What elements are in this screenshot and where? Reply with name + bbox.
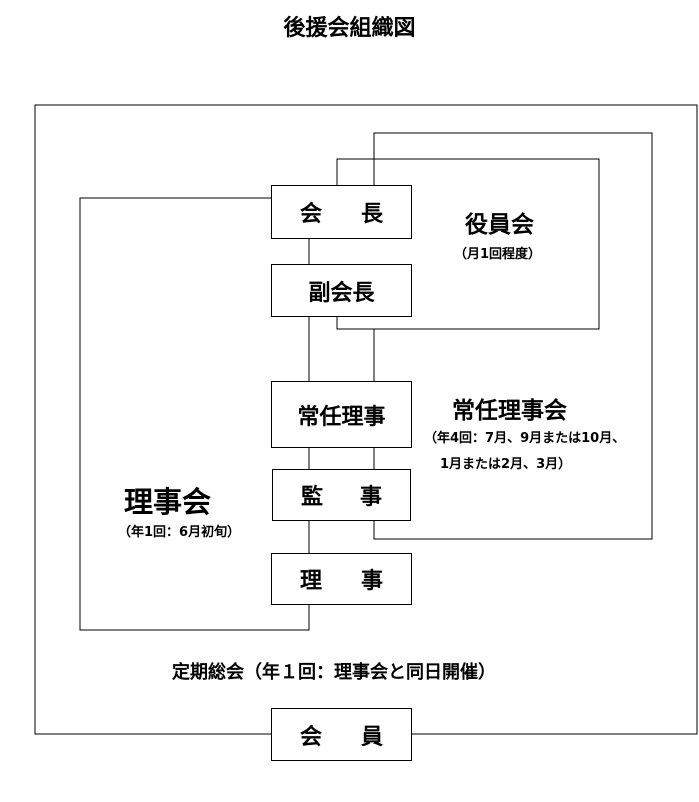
president-label-1: 会 xyxy=(300,202,323,227)
president-label-2: 長 xyxy=(360,202,383,227)
member-label-1: 会 xyxy=(300,724,323,750)
executive-board-note-1: （年4回：7月、9月または10月、 xyxy=(424,431,626,446)
auditor-label-1: 監 xyxy=(301,485,324,510)
page-title: 後援会組織図 xyxy=(283,16,416,41)
executive-board-name: 常任理事会 xyxy=(452,398,567,424)
general-meeting-frame xyxy=(34,104,698,735)
member-label-2: 員 xyxy=(360,724,383,750)
officers-name: 役員会 xyxy=(465,212,534,238)
auditor-label-2: 事 xyxy=(359,485,382,510)
board-note: （年1回：6月初旬） xyxy=(118,525,241,540)
vice-president-box: 副会長 xyxy=(271,264,412,317)
auditor-box: 監 事 xyxy=(272,469,411,521)
member-box: 会 員 xyxy=(271,708,412,761)
executive-director-box: 常任理事 xyxy=(271,381,412,448)
president-box: 会 長 xyxy=(271,185,412,239)
director-label-1: 理 xyxy=(300,569,323,594)
executive-board-note-2: 1月または2月、3月） xyxy=(440,457,572,472)
board-name: 理事会 xyxy=(124,485,212,519)
board-loop xyxy=(79,197,310,631)
general-meeting-label: 定期総会（年１回：理事会と同日開催） xyxy=(172,662,496,683)
director-box: 理 事 xyxy=(271,553,412,605)
executive-board-loop xyxy=(373,132,653,540)
officers-note: （月1回程度） xyxy=(454,247,542,262)
director-label-2: 事 xyxy=(360,569,383,594)
officers-loop xyxy=(336,158,600,330)
